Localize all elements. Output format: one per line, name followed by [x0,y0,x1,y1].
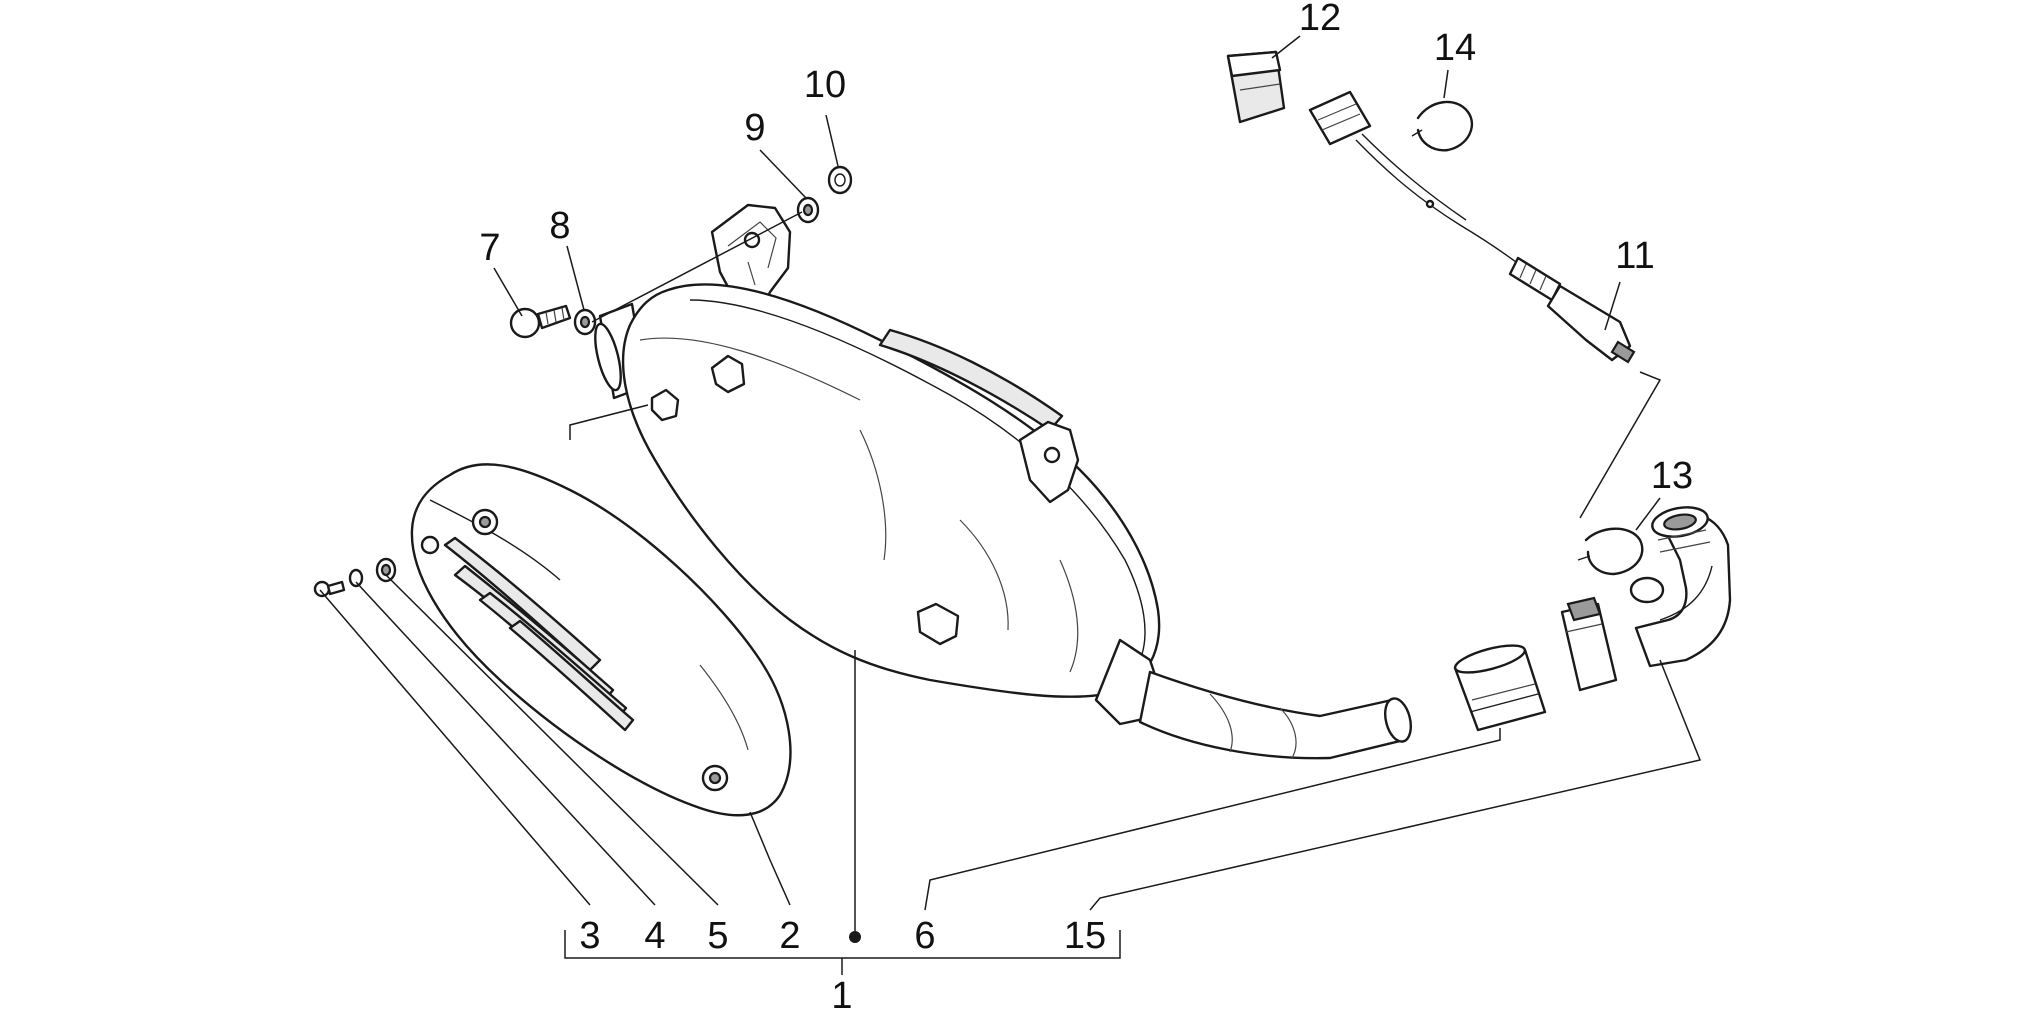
callout-11: 11 [1615,235,1654,277]
clip-13 [1577,527,1644,576]
connector-cap-12 [1226,50,1286,124]
callout-13: 13 [1651,455,1693,497]
gasket-6 [1453,644,1547,732]
washer-9 [796,196,820,224]
clamp-ring [1560,596,1618,692]
callout-10: 10 [804,64,846,106]
callout-7: 7 [479,227,500,269]
callout-8: 8 [549,205,570,247]
callout-6: 6 [914,915,935,957]
leader-lines [319,35,1702,975]
oxygen-sensor-11 [1308,90,1636,364]
grommet-5 [375,557,397,583]
callout-12: 12 [1299,0,1341,39]
callout-9: 9 [744,107,765,149]
screw-3 [313,580,346,598]
callout-4: 4 [644,915,665,957]
washer-4 [348,568,364,588]
clip-14 [1411,100,1474,152]
elbow-pipe-15 [1629,506,1732,668]
washer-8 [573,308,597,336]
callout-1: 1 [831,975,852,1013]
callout-14: 14 [1434,27,1476,69]
screw-7 [509,304,572,339]
leader-dot [849,931,861,943]
callout-labels: 1 2 3 4 5 6 15 7 8 9 10 11 12 13 14 [479,0,1693,1013]
nut-10 [827,165,853,195]
callout-3: 3 [579,915,600,957]
callout-15: 15 [1064,915,1106,957]
heat-shield [410,463,792,817]
callout-2: 2 [779,915,800,957]
callout-5: 5 [707,915,728,957]
muffler-assembly [594,203,1413,760]
